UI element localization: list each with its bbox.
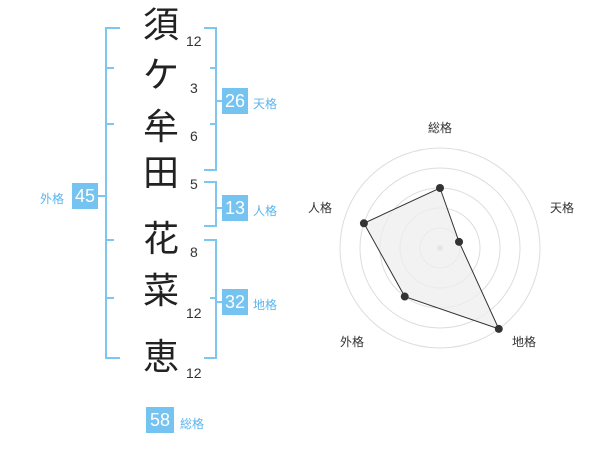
name-char-4: 田 bbox=[142, 153, 179, 194]
radar-axis-label-4: 外格 bbox=[340, 334, 364, 349]
jinkaku-badge: 13 bbox=[222, 195, 248, 221]
jinkaku-label: 人格 bbox=[253, 204, 278, 218]
name-char-7: 恵 bbox=[142, 337, 179, 378]
stroke-count-7: 12 bbox=[186, 365, 202, 381]
radar-point-1 bbox=[436, 184, 444, 192]
radar-ring-4 bbox=[359, 167, 521, 329]
name-char-1: 須 bbox=[142, 5, 179, 46]
radar-axis-label-3: 地格 bbox=[512, 334, 536, 349]
radar-area bbox=[363, 187, 500, 330]
radar-point-2 bbox=[455, 237, 464, 246]
soukaku-label: 総格 bbox=[180, 417, 205, 431]
stroke-count-6: 12 bbox=[186, 305, 202, 321]
radar-axis-label-1: 総格 bbox=[428, 120, 452, 135]
radar-point-4 bbox=[400, 292, 409, 301]
radar-axis-label-5: 人格 bbox=[308, 200, 332, 215]
radar-point-3 bbox=[494, 324, 503, 333]
tenkaku-badge: 26 bbox=[222, 88, 248, 114]
radar-point-5 bbox=[359, 219, 368, 228]
radar-axis-label-2: 天格 bbox=[550, 200, 574, 215]
name-char-6: 菜 bbox=[142, 271, 179, 312]
stroke-count-3: 6 bbox=[190, 128, 198, 144]
stroke-count-5: 8 bbox=[190, 244, 198, 260]
name-char-2: ケ bbox=[142, 55, 179, 96]
stroke-count-4: 5 bbox=[190, 176, 198, 192]
chikaku-label: 地格 bbox=[253, 298, 278, 312]
gaikaku-label: 外格 bbox=[40, 192, 65, 206]
stroke-count-1: 12 bbox=[186, 33, 202, 49]
name-char-3: 牟 bbox=[142, 107, 179, 148]
soukaku-badge: 58 bbox=[146, 407, 174, 433]
name-char-5: 花 bbox=[142, 219, 179, 260]
chikaku-badge: 32 bbox=[222, 289, 248, 315]
stroke-count-2: 3 bbox=[190, 80, 198, 96]
radar-ring-5 bbox=[339, 147, 541, 349]
tenkaku-label: 天格 bbox=[253, 97, 278, 111]
gaikaku-badge: 45 bbox=[72, 183, 98, 209]
